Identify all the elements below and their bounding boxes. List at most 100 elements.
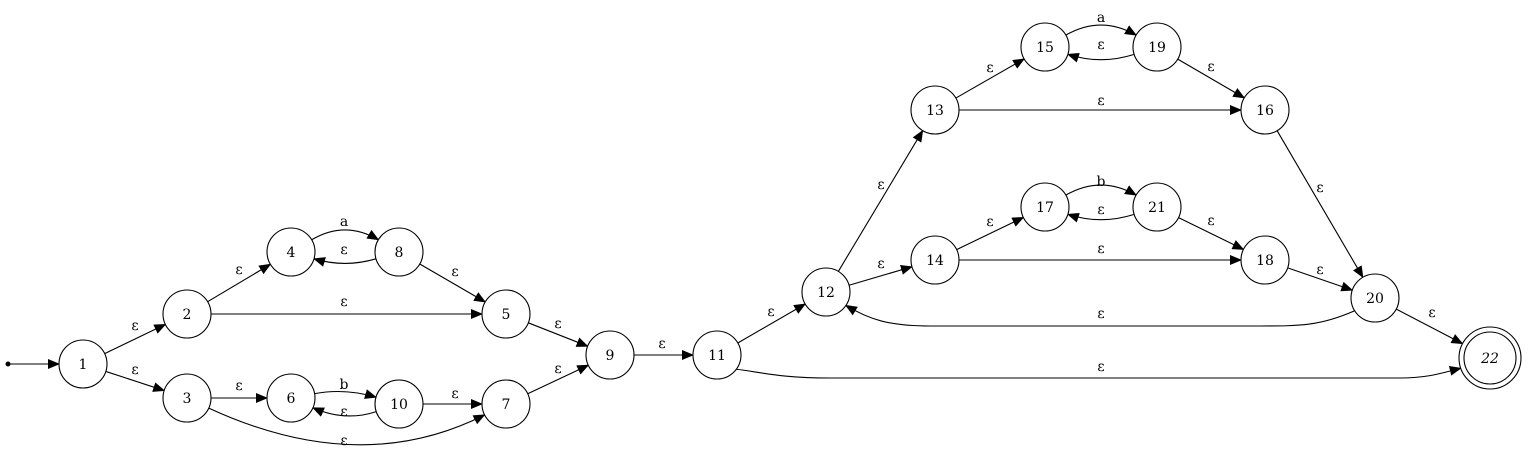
state-19-circle — [1132, 22, 1182, 72]
state-3-circle — [162, 373, 212, 423]
state-2-label: 2 — [183, 307, 192, 323]
transition-label-14-to-17: ε — [986, 214, 993, 230]
state-21-label: 21 — [1148, 200, 1166, 216]
transition-label-13-to-15: ε — [986, 60, 993, 76]
transition-label-5-to-9: ε — [554, 316, 561, 332]
state-16-label: 16 — [1256, 103, 1274, 119]
transition-edge-17-to-21 — [1065, 184, 1138, 196]
state-17-label: 17 — [1036, 200, 1054, 216]
state-14-label: 14 — [926, 253, 944, 269]
transition-edge-7-to-9 — [527, 364, 590, 395]
state-13-circle — [910, 85, 960, 135]
state-22-label: 22 — [1480, 351, 1499, 367]
state-20: 20 — [1350, 273, 1400, 323]
transition-edge-18-to-20 — [1287, 267, 1354, 292]
state-4-label: 4 — [287, 245, 296, 261]
state-22-outer-ring — [1458, 326, 1522, 390]
state-5-circle — [481, 289, 531, 339]
transition-label-12-to-14: ε — [877, 256, 884, 272]
state-16: 16 — [1240, 85, 1290, 135]
transition-edge-2-to-4 — [207, 263, 272, 303]
state-20-label: 20 — [1366, 291, 1384, 307]
state-9-circle — [585, 330, 635, 380]
transition-edge-10-to-6 — [312, 407, 377, 417]
state-13: 13 — [910, 85, 960, 135]
transition-label-19-to-16: ε — [1207, 59, 1214, 75]
transition-label-10-to-7: ε — [451, 386, 458, 402]
state-6-label: 6 — [287, 391, 296, 407]
transition-edge-5-to-9 — [528, 322, 589, 347]
transition-label-3-to-6: ε — [235, 378, 242, 394]
transition-edge-21-to-17 — [1066, 212, 1135, 223]
state-14-circle — [910, 235, 960, 285]
state-21-circle — [1132, 182, 1182, 232]
transition-label-20-to-22: ε — [1428, 305, 1435, 321]
state-8-label: 8 — [395, 245, 404, 261]
state-1: 1 — [58, 339, 108, 389]
state-5-label: 5 — [502, 307, 511, 323]
state-3-label: 3 — [183, 391, 192, 407]
state-7: 7 — [481, 379, 531, 429]
transition-label-14-to-18: ε — [1097, 241, 1104, 257]
transition-edge-21-to-18 — [1178, 217, 1245, 250]
state-10: 10 — [374, 379, 424, 429]
state-18-circle — [1240, 235, 1290, 285]
transition-label-19-to-15: ε — [1097, 37, 1104, 53]
transition-edge-19-to-15 — [1066, 52, 1135, 63]
transition-label-8-to-5: ε — [451, 264, 458, 280]
transition-label-16-to-20: ε — [1316, 180, 1323, 196]
state-11-label: 11 — [708, 348, 726, 364]
transition-edge-4-to-8 — [311, 229, 380, 241]
transition-label-2-to-5: ε — [340, 294, 347, 310]
transition-label-15-to-19: a — [1097, 10, 1105, 26]
transition-label-20-to-12: ε — [1097, 306, 1104, 322]
state-22-inner-ring — [1463, 331, 1517, 385]
state-3: 3 — [162, 373, 212, 423]
state-15-circle — [1020, 22, 1070, 72]
state-11-circle — [692, 330, 742, 380]
state-6: 6 — [266, 373, 316, 423]
transition-edge-8-to-5 — [419, 263, 487, 303]
state-8: 8 — [374, 227, 424, 277]
state-13-label: 13 — [926, 103, 944, 119]
transition-label-2-to-4: ε — [235, 262, 242, 278]
state-2-circle — [162, 289, 212, 339]
state-15-label: 15 — [1036, 40, 1054, 56]
transition-edge-12-to-13 — [837, 129, 924, 272]
state-12-circle — [801, 267, 851, 317]
transition-edge-13-to-15 — [955, 58, 1026, 99]
transition-edge-12-to-14 — [848, 265, 913, 286]
state-10-circle — [374, 379, 424, 429]
transition-label-12-to-13: ε — [877, 177, 884, 193]
state-15: 15 — [1020, 22, 1070, 72]
transition-label-6-to-10: b — [340, 377, 349, 393]
transition-label-21-to-17: ε — [1097, 202, 1104, 218]
transition-label-10-to-6: ε — [340, 404, 347, 420]
state-7-label: 7 — [502, 397, 511, 413]
state-10-label: 10 — [390, 397, 408, 413]
transition-label-7-to-9: ε — [554, 361, 561, 377]
state-1-circle — [58, 339, 108, 389]
transition-edge-11-to-12 — [737, 303, 807, 344]
transition-edge-3-to-7 — [208, 407, 486, 446]
state-8-circle — [374, 227, 424, 277]
transition-label-13-to-16: ε — [1097, 93, 1104, 109]
transition-label-1-to-2: ε — [131, 318, 138, 334]
state-16-circle — [1240, 85, 1290, 135]
transition-label-11-to-22: ε — [1097, 359, 1104, 375]
transition-edge-15-to-19 — [1065, 24, 1138, 36]
transition-label-8-to-4: ε — [340, 242, 347, 258]
transition-edge-14-to-17 — [956, 216, 1025, 251]
state-19-label: 19 — [1148, 40, 1166, 56]
transition-edge-20-to-12 — [845, 304, 1355, 327]
transitions-layer — [5, 24, 1464, 446]
state-11: 11 — [692, 330, 742, 380]
state-9-label: 9 — [606, 348, 615, 364]
transition-label-4-to-8: a — [340, 214, 348, 230]
transition-label-1-to-3: ε — [131, 362, 138, 378]
state-18: 18 — [1240, 235, 1290, 285]
state-18-label: 18 — [1256, 253, 1274, 269]
